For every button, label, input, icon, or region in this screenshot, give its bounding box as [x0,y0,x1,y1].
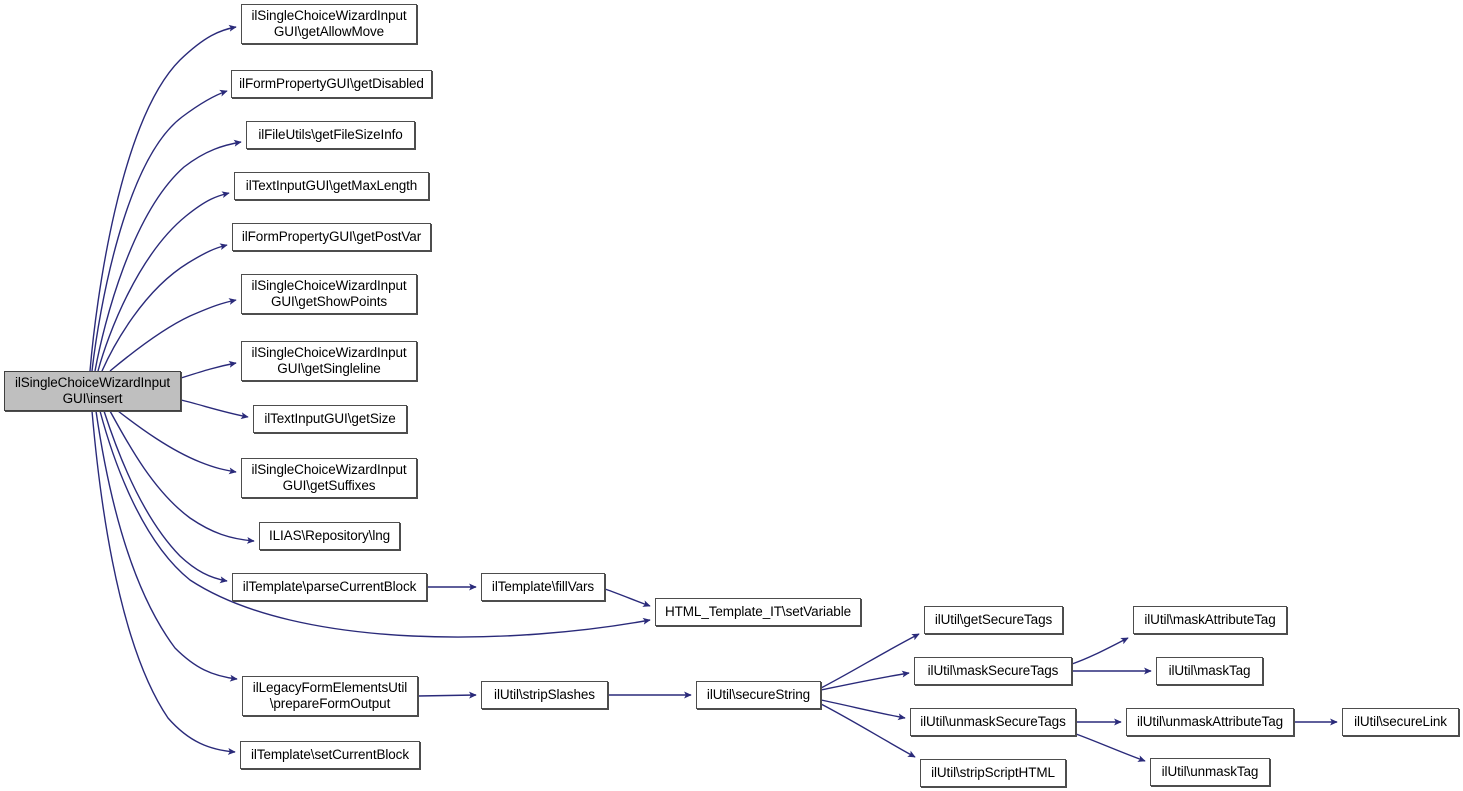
graph-node-getSingleline[interactable]: ilSingleChoiceWizardInput GUI\getSinglel… [241,341,417,381]
edge-unmaskSecureTags-to-unmaskTag [1075,733,1146,762]
graph-node-label: ilTemplate\fillVars [491,579,595,594]
edge-secureString-to-getSecureTags [820,633,920,689]
graph-node-getSuffixes[interactable]: ilSingleChoiceWizardInput GUI\getSuffixe… [241,458,417,498]
graph-node-secureString[interactable]: ilUtil\secureString [696,681,821,709]
graph-node-getAllowMove[interactable]: ilSingleChoiceWizardInput GUI\getAllowMo… [241,4,417,44]
graph-node-getShowPoints[interactable]: ilSingleChoiceWizardInput GUI\getShowPoi… [241,274,417,314]
graph-node-label: ilUtil\secureLink [1354,714,1447,729]
graph-node-stripScriptHTML[interactable]: ilUtil\stripScriptHTML [920,759,1066,787]
edge-root-to-getSize [180,399,249,420]
graph-node-unmaskSecureTags[interactable]: ilUtil\unmaskSecureTags [910,708,1076,736]
edge-root-to-getPostVar [101,243,228,372]
graph-node-getFileSizeInfo[interactable]: ilFileUtils\getFileSizeInfo [246,121,415,149]
edge-root-to-lng [109,410,255,544]
edge-root-to-getDisabled [91,89,228,372]
edge-maskSecureTags-to-maskAttributeTag [1071,637,1129,665]
graph-node-setVariable[interactable]: HTML_Template_IT\setVariable [655,598,861,626]
graph-node-getSize[interactable]: ilTextInputGUI\getSize [253,405,407,433]
edge-root-to-setCurrentBlock [91,410,236,755]
graph-node-label: ilTemplate\setCurrentBlock [251,747,409,762]
graph-node-maskTag[interactable]: ilUtil\maskTag [1156,657,1263,685]
graph-node-label: ilFormPropertyGUI\getPostVar [241,229,422,244]
edge-root-to-getFileSizeInfo [94,139,242,372]
edge-prepareFormOutput-to-stripSlashes [417,691,477,699]
edge-secureString-to-maskSecureTags [820,670,910,691]
graph-node-stripSlashes[interactable]: ilUtil\stripSlashes [481,681,608,709]
graph-node-label: ilUtil\unmaskSecureTags [920,714,1066,729]
graph-node-label: ilSingleChoiceWizardInput GUI\insert [14,375,171,406]
edge-root-to-getSingleline [180,360,237,379]
graph-node-parseCurrentBlock[interactable]: ilTemplate\parseCurrentBlock [232,573,427,601]
graph-node-root[interactable]: ilSingleChoiceWizardInput GUI\insert [4,371,181,411]
graph-node-prepareFormOutput[interactable]: ilLegacyFormElementsUtil \prepareFormOut… [242,676,418,716]
graph-node-label: ilUtil\maskTag [1168,663,1251,678]
graph-node-setCurrentBlock[interactable]: ilTemplate\setCurrentBlock [240,741,420,769]
graph-node-label: ilSingleChoiceWizardInput GUI\getSinglel… [251,345,407,376]
edge-root-to-parseCurrentBlock [103,410,228,584]
graph-node-label: ilUtil\maskAttributeTag [1144,612,1276,627]
graph-node-getPostVar[interactable]: ilFormPropertyGUI\getPostVar [232,223,431,251]
graph-node-label: ilUtil\unmaskTag [1161,764,1259,779]
graph-node-label: ilTextInputGUI\getMaxLength [245,178,418,193]
graph-node-label: ilSingleChoiceWizardInput GUI\getSuffixe… [251,462,407,493]
graph-node-label: ilSingleChoiceWizardInput GUI\getShowPoi… [251,278,407,309]
graph-node-label: ilTemplate\parseCurrentBlock [242,579,417,594]
graph-node-label: ilUtil\stripScriptHTML [931,765,1055,780]
graph-node-getSecureTags[interactable]: ilUtil\getSecureTags [924,606,1063,634]
graph-node-label: ilFormPropertyGUI\getDisabled [239,76,424,91]
graph-node-label: ilUtil\secureString [706,687,811,702]
graph-node-maskAttributeTag[interactable]: ilUtil\maskAttributeTag [1133,606,1287,634]
graph-node-label: ilLegacyFormElementsUtil \prepareFormOut… [252,680,408,711]
graph-node-label: ilUtil\unmaskAttributeTag [1136,714,1284,729]
graph-node-label: ilUtil\stripSlashes [494,687,595,702]
edge-root-to-setVariable [99,410,651,638]
graph-node-label: HTML_Template_IT\setVariable [664,604,852,619]
edge-root-to-getAllowMove [89,24,237,372]
graph-node-getMaxLength[interactable]: ilTextInputGUI\getMaxLength [234,172,429,200]
graph-node-maskSecureTags[interactable]: ilUtil\maskSecureTags [914,657,1072,685]
graph-node-label: ilFileUtils\getFileSizeInfo [258,127,403,142]
graph-node-label: ilUtil\getSecureTags [934,612,1053,627]
graph-node-unmaskAttributeTag[interactable]: ilUtil\unmaskAttributeTag [1126,708,1294,736]
edge-root-to-prepareFormOutput [95,410,238,682]
edge-root-to-getMaxLength [97,191,230,372]
edge-secureString-to-stripScriptHTML [820,703,916,758]
edge-secureString-to-unmaskSecureTags [820,699,906,721]
edge-fillVars-to-setVariable [604,588,651,607]
graph-node-lng[interactable]: ILIAS\Repository\lng [259,522,400,550]
graph-node-label: ilTextInputGUI\getSize [264,411,396,426]
graph-node-label: ILIAS\Repository\lng [268,528,391,543]
edge-root-to-getShowPoints [109,298,237,372]
graph-node-label: ilUtil\maskSecureTags [927,663,1059,678]
graph-node-unmaskTag[interactable]: ilUtil\unmaskTag [1150,758,1270,786]
graph-node-fillVars[interactable]: ilTemplate\fillVars [481,573,605,601]
edge-root-to-getSuffixes [117,410,237,475]
graph-node-secureLink[interactable]: ilUtil\secureLink [1342,708,1459,736]
graph-node-label: ilSingleChoiceWizardInput GUI\getAllowMo… [251,8,407,39]
graph-node-getDisabled[interactable]: ilFormPropertyGUI\getDisabled [231,70,432,98]
